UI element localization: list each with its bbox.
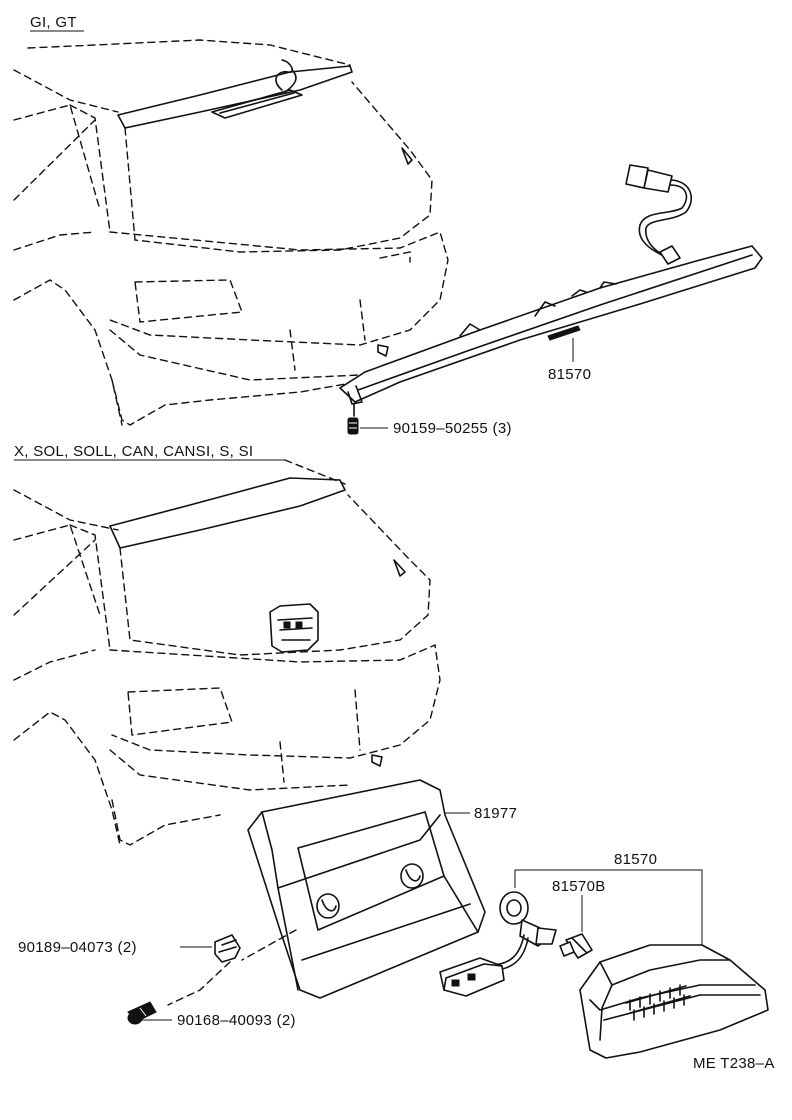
upper-screw-part-number: 90159–50255 (3) [393,420,512,437]
reference-code: ME T238–A [693,1055,775,1072]
lamp-assy-icon [579,944,769,1059]
upper-lamp-part-number: 81570 [548,366,591,383]
cover-icon [247,779,486,999]
lamp-bracket [514,869,703,950]
bulb-socket-part-number: 81570B [552,878,606,895]
screw-icon [127,1001,157,1025]
led-grid [625,984,691,1021]
cover-mount-line [241,929,297,961]
lower-lamp-part-number: 81570 [614,851,657,868]
lower-section: X, SOL, SOLL, CAN, CANSI, S, SI [13,443,769,1059]
lamp-bar-icon [339,164,763,405]
bulb-icon [559,933,593,959]
clip-mount-line [167,961,231,1006]
upper-section: GI, GT [13,14,763,437]
lower-screw-part-number: 90168–40093 (2) [177,1012,296,1029]
screw-icon [347,403,359,435]
upper-variant-label: GI, GT [30,14,77,31]
lower-variant-label: X, SOL, SOLL, CAN, CANSI, S, SI [14,443,253,460]
clip-part-number: 90189–04073 (2) [18,939,137,956]
clip-icon [214,934,241,963]
car-rear-icon [13,39,449,426]
car-rear-icon [13,459,441,846]
connector-icon [439,891,557,997]
cover-part-number: 81977 [474,805,517,822]
